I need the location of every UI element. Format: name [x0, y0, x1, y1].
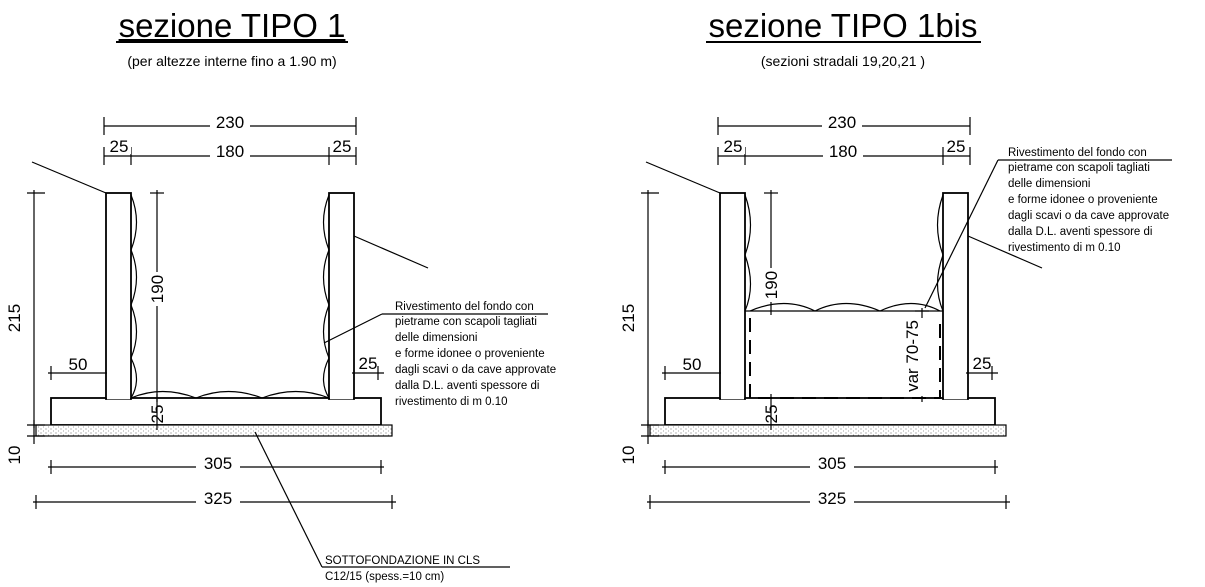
left-dim-slab: 25 — [148, 405, 167, 424]
left-ground-line-right — [353, 235, 429, 269]
right-ground-line-right — [967, 235, 1043, 269]
right-dim-bg — [761, 268, 781, 302]
left-note-line: Rivestimento del fondo con — [395, 301, 534, 313]
left-dim-bg — [147, 272, 167, 306]
right-dim-bg — [810, 455, 854, 471]
right-note: Rivestimento del fondo con pietrame con … — [1008, 147, 1169, 254]
left-dim-50: 50 — [69, 355, 88, 374]
left-wall-right — [328, 192, 355, 400]
right-note-line: dalla D.L. aventi spessore di — [1008, 226, 1152, 238]
sottofondazione-spec: C12/15 (spess.=10 cm) — [325, 571, 444, 583]
left-dim-305: 305 — [204, 454, 232, 473]
left-note-line: dagli scavi o da cave approvate — [395, 364, 556, 376]
left-subtitle: (per altezze interne fino a 1.90 m) — [127, 53, 336, 69]
left-note-line: pietrame con scapoli tagliati — [395, 316, 537, 328]
left-dim-wall-right: 25 — [333, 137, 352, 156]
left-dim-bg — [107, 138, 131, 154]
right-note-line: delle dimensioni — [1008, 178, 1090, 190]
right-dim-bg — [810, 490, 854, 506]
left-note-line: e forme idonee o proveniente — [395, 348, 545, 360]
right-dim-var: var 70-75 — [903, 320, 922, 392]
left-base-slab — [50, 397, 382, 426]
section-tipo-1bis: sezione TIPO 1bis (sezioni stradali 19,2… — [619, 7, 1172, 509]
left-dim-230: 230 — [216, 113, 244, 132]
left-dim-bg — [196, 455, 240, 471]
right-dim-215: 215 — [619, 304, 638, 332]
left-note-line: delle dimensioni — [395, 332, 477, 344]
right-lining-wall-left — [744, 194, 752, 312]
left-dim-215: 215 — [5, 304, 24, 332]
left-dim-bg — [210, 114, 250, 130]
right-dim-325: 325 — [818, 489, 846, 508]
right-note-line: Rivestimento del fondo con — [1008, 147, 1147, 159]
left-lining-wall-right — [322, 194, 330, 399]
right-base-slab — [664, 397, 996, 426]
right-lining-wall-right — [936, 194, 944, 312]
left-ground-line-left — [31, 161, 107, 194]
right-dim-180: 180 — [829, 142, 857, 161]
right-dim-slab: 25 — [762, 405, 781, 424]
left-dim-bg — [196, 490, 240, 506]
right-dim-bg — [823, 143, 863, 159]
right-dim-toe-right: 25 — [973, 354, 992, 373]
left-dim-180: 180 — [216, 142, 244, 161]
right-lining-bottom — [749, 302, 941, 312]
right-note-line: rivestimento di m 0.10 — [1008, 242, 1121, 254]
right-wall-right — [942, 192, 969, 400]
right-dim-190: 190 — [762, 271, 781, 299]
right-dim-50: 50 — [683, 355, 702, 374]
left-note-line: dalla D.L. aventi spessore di — [395, 380, 539, 392]
sottofondazione-label: SOTTOFONDAZIONE IN CLS — [325, 555, 480, 567]
left-dim-toe-right: 25 — [359, 354, 378, 373]
left-subbase — [35, 424, 393, 437]
right-note-line: e forme idonee o proveniente — [1008, 194, 1158, 206]
left-dim-325: 325 — [204, 489, 232, 508]
right-fill-dashed — [749, 318, 941, 399]
right-ground-line-left — [645, 161, 721, 194]
left-dim-bg — [330, 138, 354, 154]
right-dim-bg — [822, 114, 862, 130]
left-wall-left — [105, 192, 132, 400]
right-dim-bg — [721, 138, 745, 154]
right-title: sezione TIPO 1bis — [708, 7, 977, 44]
left-dim-10: 10 — [5, 446, 24, 465]
right-dim-305: 305 — [818, 454, 846, 473]
left-lining-bottom — [130, 390, 330, 399]
right-wall-left — [719, 192, 746, 400]
right-note-line: pietrame con scapoli tagliati — [1008, 162, 1150, 174]
left-dim-wall-left: 25 — [110, 137, 129, 156]
left-note: Rivestimento del fondo con pietrame con … — [395, 301, 556, 408]
left-dim-190: 190 — [148, 275, 167, 303]
right-note-leader — [924, 159, 999, 309]
right-dim-230: 230 — [828, 113, 856, 132]
section-tipo-1: sezione TIPO 1 (per altezze interne fino… — [5, 7, 556, 583]
right-subbase — [649, 424, 1007, 437]
right-subtitle: (sezioni stradali 19,20,21 ) — [761, 53, 925, 69]
left-note-line: rivestimento di m 0.10 — [395, 396, 508, 408]
right-dim-10: 10 — [619, 446, 638, 465]
right-dim-bg — [944, 138, 968, 154]
left-dim-bg — [210, 143, 250, 159]
left-note-leader — [323, 313, 383, 344]
left-lining-wall-left — [130, 194, 138, 399]
right-dim-bg — [903, 318, 923, 396]
right-dim-wall-right: 25 — [947, 137, 966, 156]
left-title: sezione TIPO 1 — [119, 7, 346, 44]
sottofondazione-leader — [254, 431, 323, 568]
right-dim-wall-left: 25 — [724, 137, 743, 156]
right-note-line: dagli scavi o da cave approvate — [1008, 210, 1169, 222]
